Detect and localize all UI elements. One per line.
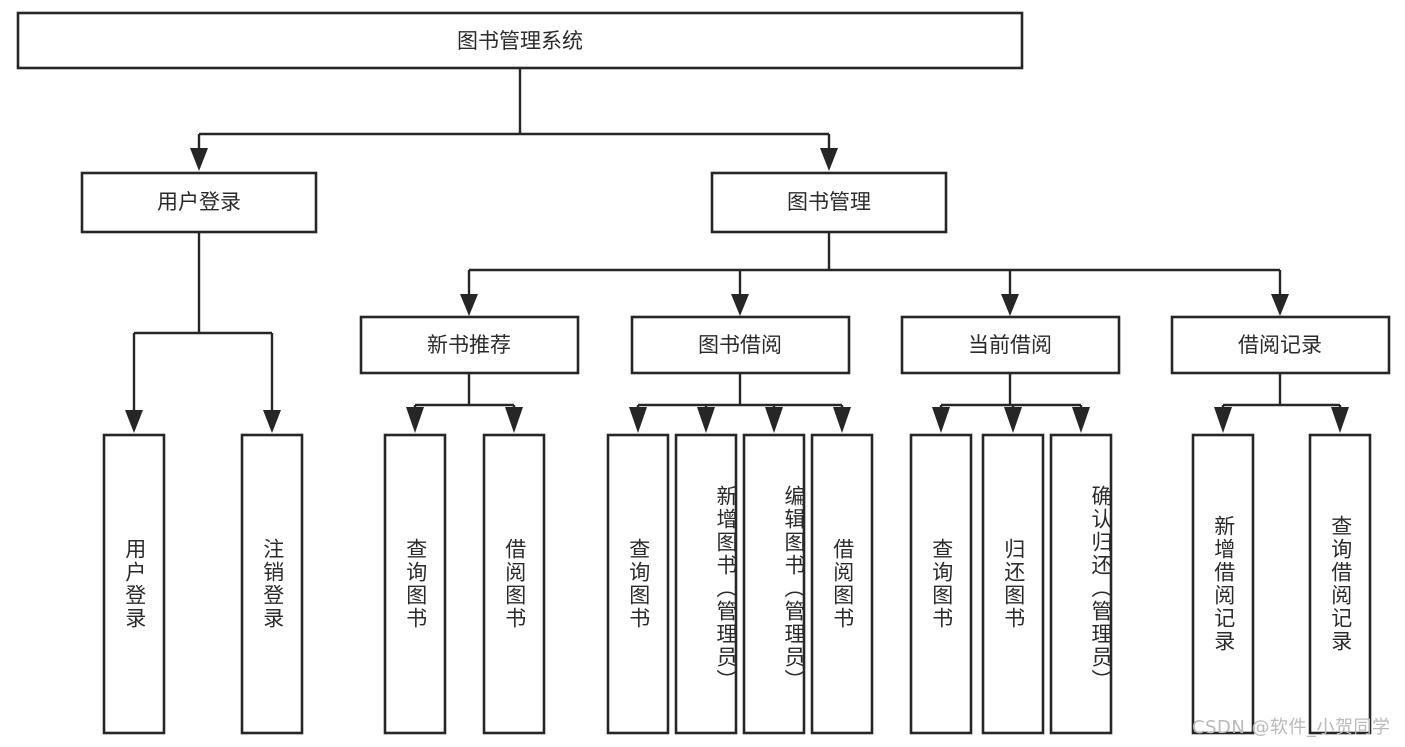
arrowhead-book-borrow (731, 294, 749, 316)
node-label-current-borrow: 当前借阅 (968, 333, 1052, 357)
arrowhead-leaf-borrow-book (833, 407, 851, 433)
connector-group-bookborrow (629, 373, 851, 433)
connector-group-currentborrow (932, 373, 1090, 433)
node-box-leaf-return-book[interactable] (981, 433, 1045, 735)
node-box-leaf-logout[interactable] (240, 433, 304, 735)
connector-group-newbook (406, 373, 523, 433)
arrowhead-leaf-query-book-current (932, 407, 950, 433)
node-label-borrow-record: 借阅记录 (1238, 333, 1322, 357)
node-label-root: 图书管理系统 (457, 29, 583, 53)
node-box-user-login[interactable] (80, 171, 318, 234)
arrowhead-borrow-record (1271, 294, 1289, 316)
arrowhead-userlogin (190, 148, 208, 171)
arrowhead-leaf-add-book (697, 407, 715, 433)
node-box-leaf-add-borrow-record[interactable] (1191, 433, 1255, 735)
node-box-leaf-query-book-rec[interactable] (383, 433, 447, 735)
arrowhead-leaf-edit-book (765, 407, 783, 433)
node-box-leaf-user-login[interactable] (102, 433, 166, 735)
node-box-current-borrow[interactable] (900, 315, 1121, 375)
arrowhead-current-borrow (1001, 294, 1019, 316)
node-box-leaf-borrow-book-rec[interactable] (482, 433, 546, 735)
node-label-user-login: 用户登录 (157, 190, 241, 214)
arrowhead-leaf-query-book-rec (406, 407, 424, 433)
arrowhead-leaf-return-book (1004, 407, 1022, 433)
node-label-book-borrow: 图书借阅 (698, 333, 782, 357)
arrowhead-leaf-borrow-book-rec (505, 407, 523, 433)
node-box-new-book-recommend[interactable] (359, 315, 580, 375)
arrowhead-leaf-confirm-return (1072, 407, 1090, 433)
node-box-borrow-record[interactable] (1170, 315, 1391, 375)
arrowhead-leaf-query-borrow-record (1331, 407, 1349, 433)
connector-group-bookmgmt (460, 232, 1289, 316)
node-box-leaf-borrow-book[interactable] (810, 433, 874, 735)
node-label-book-management: 图书管理 (787, 190, 871, 214)
connector-group-borrowrecord (1214, 373, 1349, 433)
arrowhead-bookmgmt (820, 148, 838, 171)
node-box-leaf-add-book[interactable] (674, 433, 738, 735)
node-box-book-borrow[interactable] (630, 315, 851, 375)
node-box-book-management[interactable] (710, 171, 948, 234)
watermark-text: CSDN @软件_小贺同学 (1192, 717, 1391, 738)
arrowhead-new-book-recommend (460, 294, 478, 316)
node-box-leaf-edit-book[interactable] (742, 433, 806, 735)
node-box-leaf-confirm-return[interactable] (1049, 433, 1113, 735)
arrowhead-leaf-add-borrow-record (1214, 407, 1232, 433)
arrowhead-leaf-user-login (125, 410, 143, 433)
connector-group-userlogin (125, 232, 281, 433)
arrowhead-leaf-query-book-borrow (629, 407, 647, 433)
node-box-leaf-query-book-current[interactable] (909, 433, 973, 735)
arrowhead-leaf-logout (263, 410, 281, 433)
connector-group-root (190, 68, 838, 171)
node-label-new-book-recommend: 新书推荐 (427, 333, 511, 357)
node-box-leaf-query-borrow-record[interactable] (1308, 433, 1372, 735)
node-box-root[interactable] (16, 11, 1024, 70)
node-box-leaf-query-book-borrow[interactable] (606, 433, 670, 735)
